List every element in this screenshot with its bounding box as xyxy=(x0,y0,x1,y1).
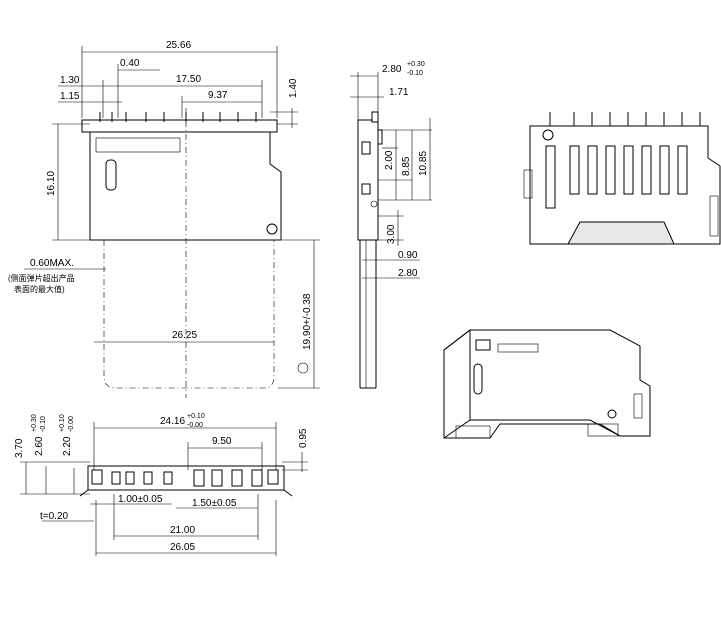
isometric-view-top xyxy=(523,112,721,245)
note-max: 0.60MAX. xyxy=(30,258,74,269)
dim-card-width: 26.25 xyxy=(172,330,197,341)
dim-h1: 2.60 xyxy=(34,436,45,456)
isometric-view-3d xyxy=(443,329,651,439)
dim-w-tol-lower: -0.00 xyxy=(187,422,203,429)
dim-body-height: 16.10 xyxy=(46,171,57,196)
dim-w-tol-upper: +0.10 xyxy=(187,413,205,420)
dim-right: 0.95 xyxy=(298,428,309,448)
dim-pin-group: 9.37 xyxy=(208,90,228,101)
front-body xyxy=(79,465,293,497)
dim-h2-tol-upper: +0.10 xyxy=(59,414,66,432)
tol-lower: -0.10 xyxy=(407,70,423,77)
dim-card-length: 19.90+/-0.38 xyxy=(302,293,313,350)
dim-2-00: 2.00 xyxy=(384,150,395,170)
dim-h1-tol-upper: +0.30 xyxy=(31,414,38,432)
dim-h2: 2.20 xyxy=(62,436,73,456)
side-view: 2.80 +0.30 -0.10 1.71 2.00 8.85 10.85 3.… xyxy=(350,61,432,389)
dim-2-80: 2.80 xyxy=(398,268,418,279)
dim-overall: 26.05 xyxy=(170,542,195,553)
dim-pitch-1: 1.00±0.05 xyxy=(118,494,163,505)
top-view: 25.66 0.40 1.30 17.50 1.15 9.37 1.40 xyxy=(8,40,320,398)
dim-0-90: 0.90 xyxy=(398,250,418,261)
dim-h2-tol-lower: -0.00 xyxy=(68,416,75,432)
dim-h1-tol-lower: -0.10 xyxy=(40,416,47,432)
iso-top-pins xyxy=(545,112,701,209)
dim-8-85: 8.85 xyxy=(401,156,412,176)
front-view: 24.16 +0.10 -0.00 9.50 0.95 3.70 2.60 +0… xyxy=(14,413,309,556)
dim-pin-width: 0.40 xyxy=(120,58,140,69)
dim-overall-width: 25.66 xyxy=(166,40,191,51)
dim-1-71: 1.71 xyxy=(389,87,409,98)
dim-3-00: 3.00 xyxy=(386,224,397,244)
dim-span: 21.00 xyxy=(170,525,195,536)
dim-10-85: 10.85 xyxy=(418,151,429,176)
note-cn-line-1: (侧面弹片超出产品 xyxy=(8,273,75,283)
note-cn-line-2: 表面的最大值) xyxy=(14,284,65,294)
tol-upper: +0.30 xyxy=(407,61,425,68)
dim-thickness: 2.80 xyxy=(382,64,402,75)
dim-pin-span: 17.50 xyxy=(176,74,201,85)
dim-group: 9.50 xyxy=(212,436,232,447)
top-pins xyxy=(81,112,278,133)
dim-pitch-2: 1.50±0.05 xyxy=(192,498,237,509)
dim-height: 3.70 xyxy=(14,438,25,458)
dim-offset-1: 1.30 xyxy=(60,75,80,86)
dim-thickness: t=0.20 xyxy=(40,511,69,522)
dim-pin-length: 1.40 xyxy=(288,78,299,98)
dim-offset-2: 1.15 xyxy=(60,91,80,102)
dim-width-inner: 24.16 xyxy=(160,416,185,427)
